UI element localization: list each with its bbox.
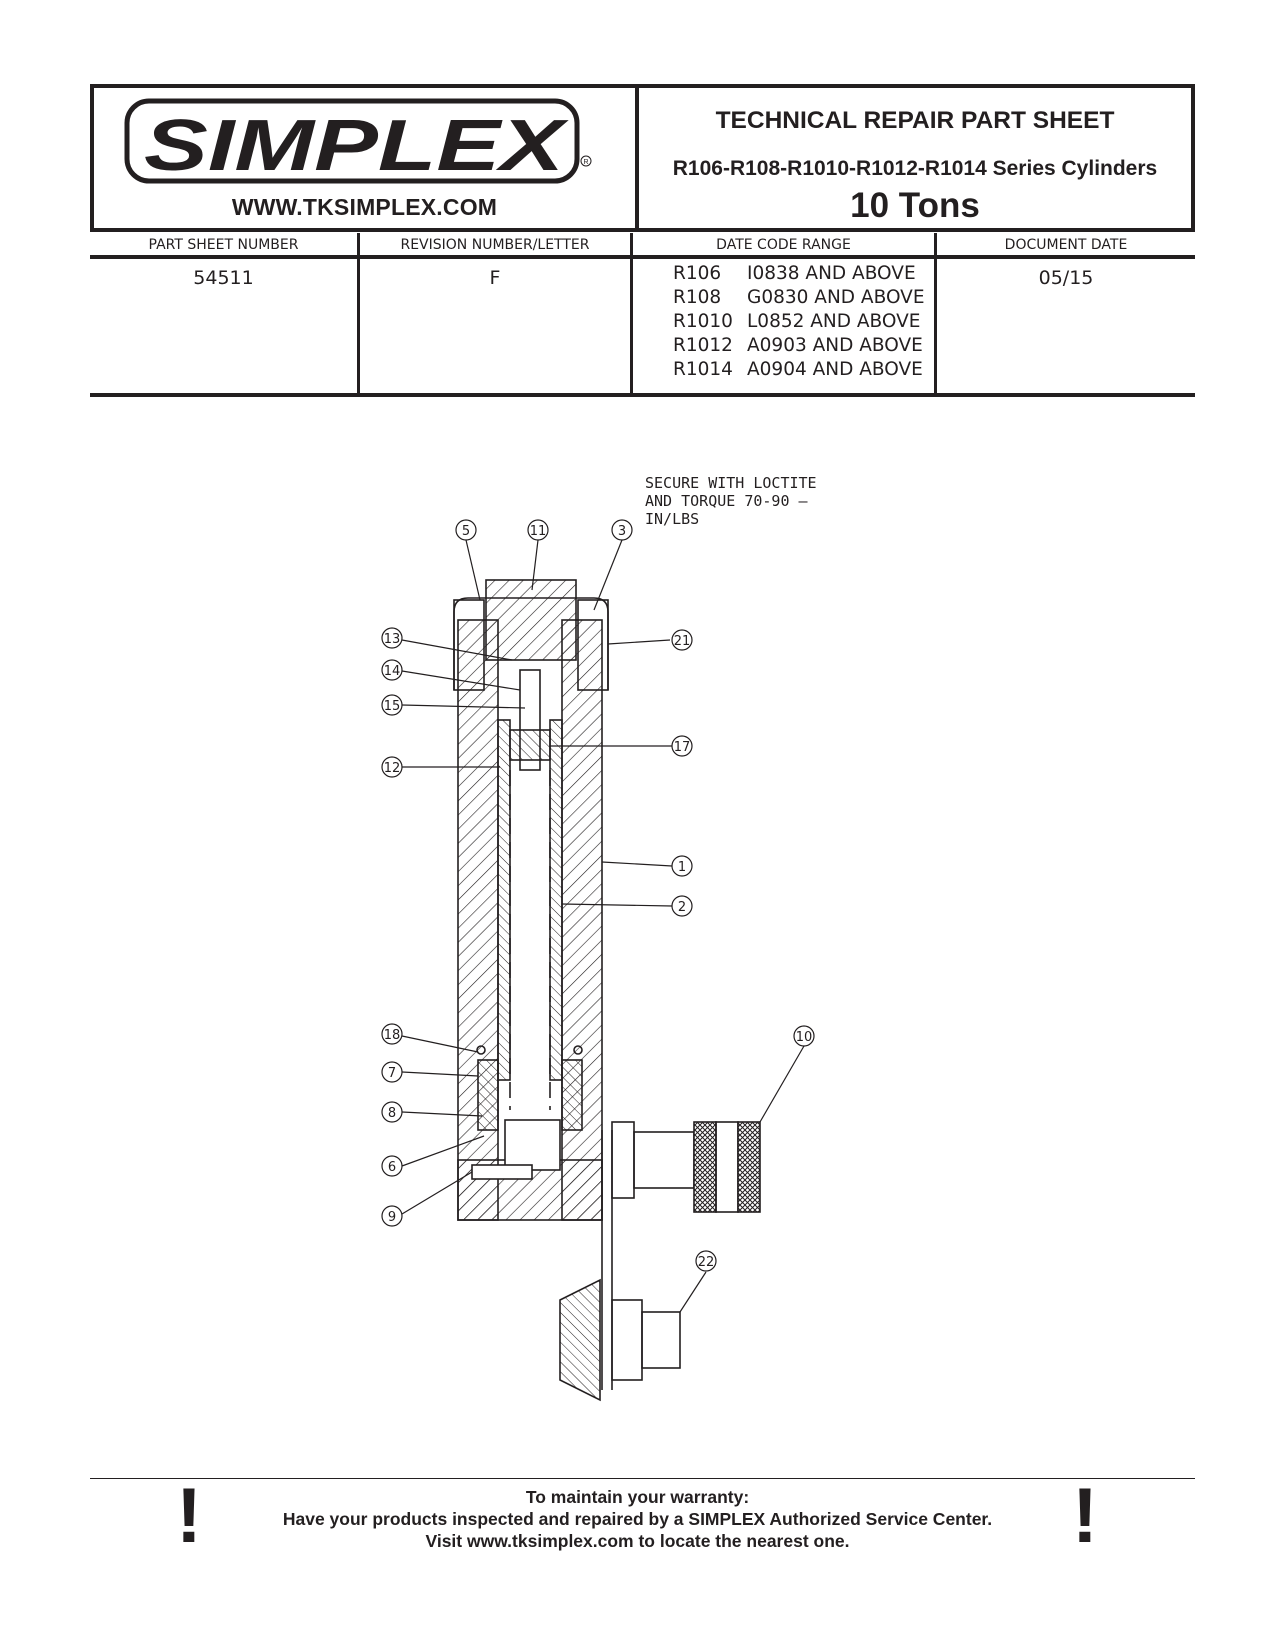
logo-box: SIMPLEX R WWW.TKSIMPLEX.COM [90,84,639,232]
part-sheet-number: 54511 [193,267,254,289]
callout-number: 22 [698,1255,715,1270]
simplex-logo: SIMPLEX R [124,98,592,186]
revision-label: REVISION NUMBER/LETTER [400,237,590,253]
callout-number: 9 [388,1210,396,1225]
warranty-line-2: Have your products inspected and repaire… [282,1509,993,1529]
revision-col: REVISION NUMBER/LETTER F [360,233,630,397]
warranty-line-3: Visit www.tksimplex.com to locate the ne… [425,1531,850,1551]
note-line: SECURE WITH LOCTITE [645,474,817,492]
part-sheet-number-label: PART SHEET NUMBER [148,237,299,253]
document-date-col: DOCUMENT DATE 05/15 [937,233,1195,397]
callout-number: 7 [388,1066,396,1081]
dust-cap [559,1278,681,1402]
warning-mark-right: ! [1072,1471,1098,1559]
capacity-title: 10 Tons [850,186,980,225]
callout-number: 1 [678,860,686,875]
callout-numbers: 5 11 3 13 21 14 15 17 12 1 2 18 10 7 8 6… [384,524,813,1270]
callout-number: 6 [388,1160,396,1175]
warranty-line-1: To maintain your warranty: [525,1487,750,1507]
warning-mark-left: ! [176,1471,202,1559]
sheet-title: TECHNICAL REPAIR PART SHEET [715,107,1115,134]
callout-number: 15 [384,699,401,714]
leader-lines [401,539,805,1313]
title-box: TECHNICAL REPAIR PART SHEET R106-R108-R1… [635,84,1195,232]
part-sheet-number-col: PART SHEET NUMBER 54511 [90,233,357,397]
callout-number: 17 [674,740,691,755]
logo-text: SIMPLEX [144,106,569,186]
footer-rule [90,1478,1195,1479]
document-date: 05/15 [1038,267,1094,289]
callout-number: 13 [384,632,401,647]
info-table: PART SHEET NUMBER 54511 REVISION NUMBER/… [90,233,1195,397]
callout-number: 5 [462,524,470,539]
bottom-rule [90,393,1195,397]
callout-circles [381,519,815,1272]
callout-number: 11 [530,524,547,539]
callout-number: 2 [678,900,686,915]
callout-number: 3 [618,524,626,539]
header-rule [90,255,1195,259]
callout-number: 10 [796,1030,813,1045]
callout-number: 12 [384,761,401,776]
website: WWW.TKSIMPLEX.COM [231,194,498,220]
note-line: IN/LBS [645,510,699,528]
date-code-label: DATE CODE RANGE [716,237,851,253]
col-divider [357,233,360,397]
col-divider [630,233,633,397]
callout-number: 18 [384,1028,401,1043]
series-title: R106-R108-R1010-R1012-R1014 Series Cylin… [672,157,1158,180]
revision-value: F [489,267,501,289]
torque-note: SECURE WITH LOCTITE AND TORQUE 70-90 — I… [645,474,817,528]
header: SIMPLEX R WWW.TKSIMPLEX.COM TECHNICAL RE… [90,84,1195,232]
cylinder-body [453,579,609,1221]
coupler [601,1121,761,1390]
warranty-notice: To maintain your warranty: Have your pro… [0,1486,1275,1552]
svg-text:R: R [583,159,588,166]
note-line: AND TORQUE 70-90 — [645,492,809,510]
callout-number: 21 [674,634,691,649]
callout-number: 14 [384,664,401,679]
col-divider [934,233,937,397]
document-date-label: DOCUMENT DATE [1004,237,1128,253]
callout-number: 8 [388,1106,396,1121]
